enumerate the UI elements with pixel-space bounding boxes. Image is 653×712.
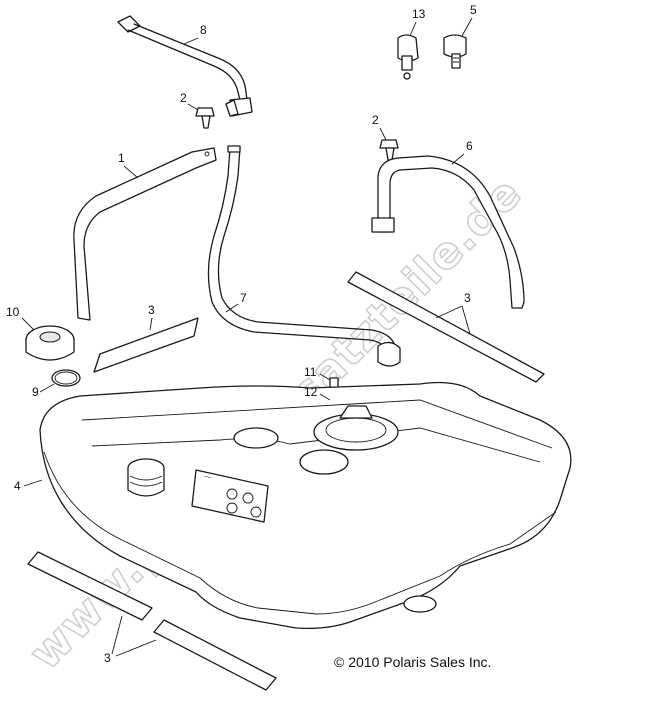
strap-part-1 <box>73 147 217 321</box>
callout-4: 4 <box>14 479 21 493</box>
callout-5: 5 <box>470 3 477 17</box>
callout-9: 9 <box>32 385 39 399</box>
copyright-text: © 2010 Polaris Sales Inc. <box>334 654 491 670</box>
callout-8: 8 <box>200 23 207 37</box>
tank-embossed-label: — <box>204 473 212 481</box>
callout-2-left: 2 <box>180 91 187 105</box>
strap-part-6 <box>371 155 525 309</box>
callouts: 8 13 5 2 2 1 6 10 3 7 3 9 11 12 4 3 <box>6 3 477 665</box>
clip-part-13 <box>397 34 419 80</box>
pad-part-3-bottom-left <box>27 551 153 621</box>
callout-12: 12 <box>304 385 318 399</box>
callout-2-right: 2 <box>372 113 379 127</box>
fuel-cap-part-10 <box>25 325 75 361</box>
callout-3-right: 3 <box>464 291 471 305</box>
vent-hose-part-8 <box>117 15 253 117</box>
fastener-part-2-right <box>379 139 399 161</box>
clip-part-5 <box>443 34 467 69</box>
callout-3-bottom: 3 <box>104 651 111 665</box>
pad-part-3-bottom-right <box>153 619 277 691</box>
pad-part-3-center <box>93 317 199 373</box>
o-ring-part-9 <box>51 369 81 387</box>
callout-10: 10 <box>6 305 20 319</box>
callout-6: 6 <box>466 139 473 153</box>
pad-part-3-right <box>347 271 545 383</box>
callout-11: 11 <box>304 365 317 379</box>
fill-hose-part-7 <box>207 145 401 367</box>
fastener-part-2-left <box>195 107 215 129</box>
callout-13: 13 <box>412 7 426 21</box>
callout-7: 7 <box>240 291 247 305</box>
callout-3-center: 3 <box>148 303 155 317</box>
fuel-tank-part-4: — <box>39 381 572 630</box>
callout-1: 1 <box>118 151 125 165</box>
